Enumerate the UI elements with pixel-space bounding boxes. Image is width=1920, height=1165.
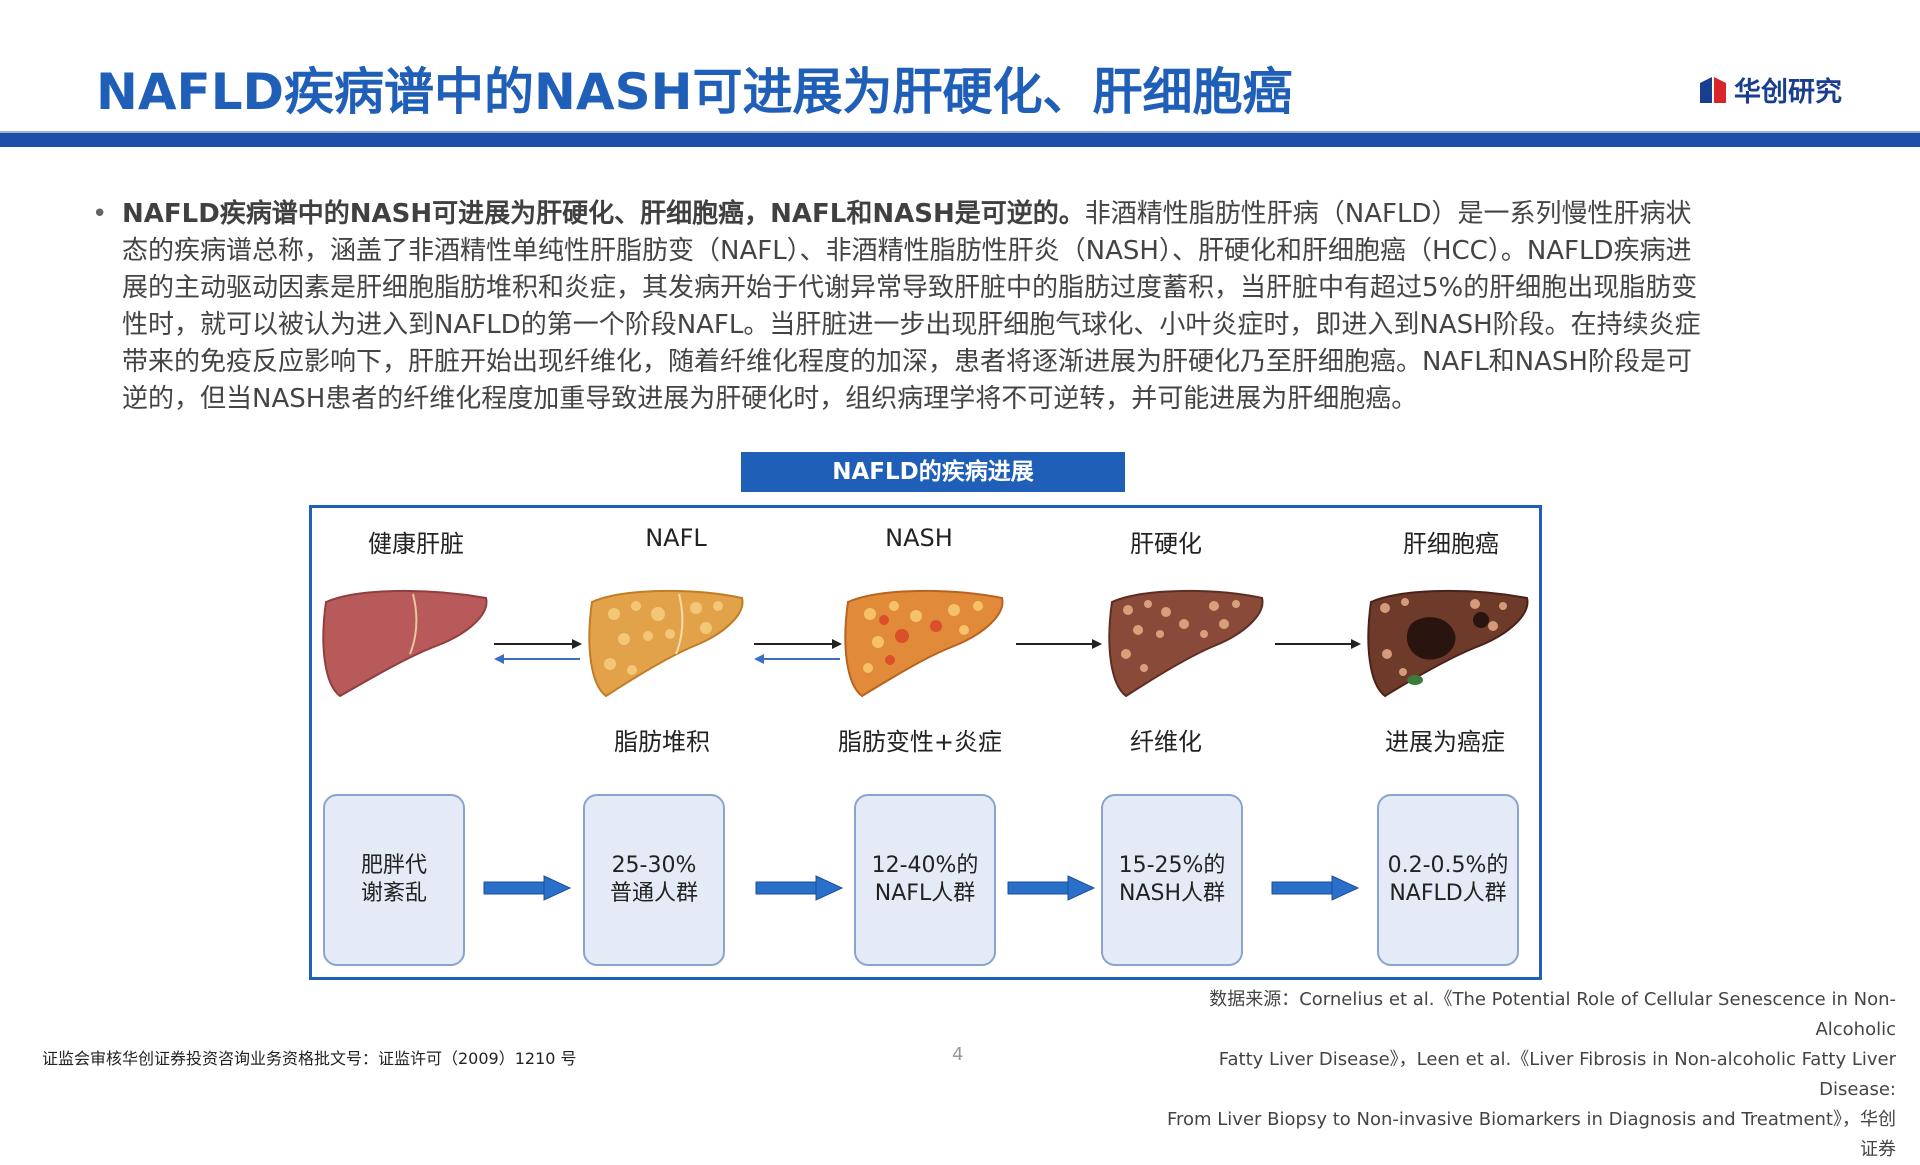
card-general-population: 25-30% 普通人群 [583,794,725,966]
header-rule-thin [0,131,1920,133]
stage-title-healthy: 健康肝脏 [368,530,464,558]
arrow-healthy-nafl-icon [494,639,582,664]
stage-sub-cirrhosis: 纤维化 [1130,728,1202,756]
nafl-liver-icon [588,589,744,698]
stage-title-cirrhosis: 肝硬化 [1130,530,1202,558]
nash-liver-icon [844,589,1004,698]
arrow-nash-cirrhosis-icon [1016,639,1102,649]
card-line: 15-25%的 [1118,853,1226,878]
card-nafld-population: 0.2-0.5%的 NAFLD人群 [1377,794,1519,966]
card-line: NASH人群 [1118,881,1225,906]
stage-sub-nafl: 脂肪堆积 [614,728,710,756]
brand-logo: 华创研究 [1700,70,1842,109]
summary-lead: NAFLD疾病谱中的NASH可进展为肝硬化、肝细胞癌，NAFL和NASH是可逆的… [122,199,1085,229]
progress-arrow-icon [1271,875,1360,901]
card-line: 谢紊乱 [360,881,427,906]
card-nafl-population: 12-40%的 NAFL人群 [854,794,996,966]
card-nash-population: 15-25%的 NASH人群 [1101,794,1243,966]
header-rule [0,133,1920,147]
summary-bullet: • NAFLD疾病谱中的NASH可进展为肝硬化、肝细胞癌，NAFL和NASH是可… [92,196,1712,418]
summary-body: 非酒精性脂肪性肝病（NAFLD）是一系列慢性肝病状态的疾病谱总称，涵盖了非酒精性… [122,199,1701,414]
card-line: 肥胖代 [360,853,427,878]
figure-label: NAFLD的疾病进展 [741,452,1125,492]
card-line: 12-40%的 [871,853,979,878]
license-footer: 证监会审核华创证券投资咨询业务资格批文号：证监许可（2009）1210 号 [42,1049,577,1068]
logo-text: 华创研究 [1734,77,1842,108]
card-line: 25-30% [611,853,697,878]
stage-title-nafl: NAFL [645,524,707,552]
cirrhosis-liver-icon [1108,589,1264,698]
stage-sub-hcc: 进展为癌症 [1385,728,1505,756]
stage-title-nash: NASH [885,524,953,552]
card-line: NAFLD人群 [1389,881,1507,906]
card-line: NAFL人群 [874,881,976,906]
arrow-nafl-nash-icon [754,639,842,664]
card-line: 0.2-0.5%的 [1387,853,1509,878]
card-metabolic: 肥胖代谢紊乱 [323,794,465,966]
source-line: From Liver Biopsy to Non-invasive Biomar… [1166,1109,1896,1160]
source-line: Fatty Liver Disease》，Leen et al.《Liver F… [1218,1049,1896,1100]
data-source: 数据来源：Cornelius et al.《The Potential Role… [1156,985,1896,1165]
progress-arrow-icon [1007,875,1096,901]
summary-text: NAFLD疾病谱中的NASH可进展为肝硬化、肝细胞癌，NAFL和NASH是可逆的… [122,196,1712,418]
page-number: 4 [952,1044,964,1065]
hcc-liver-icon [1367,589,1529,698]
logo-mark-icon [1700,76,1726,103]
card-line: 普通人群 [609,881,698,906]
stage-sub-nash: 脂肪变性+炎症 [837,728,1003,756]
progress-arrow-icon [755,875,844,901]
page-title: NAFLD疾病谱中的NASH可进展为肝硬化、肝细胞癌 [96,63,1293,121]
bullet-dot: • [92,199,108,229]
progress-arrow-icon [483,875,572,901]
figure-frame [309,505,1542,980]
source-line: 数据来源：Cornelius et al.《The Potential Role… [1209,989,1896,1040]
arrow-cirrhosis-hcc-icon [1275,639,1361,649]
healthy-liver-icon [322,589,488,698]
stage-title-hcc: 肝细胞癌 [1403,530,1499,558]
